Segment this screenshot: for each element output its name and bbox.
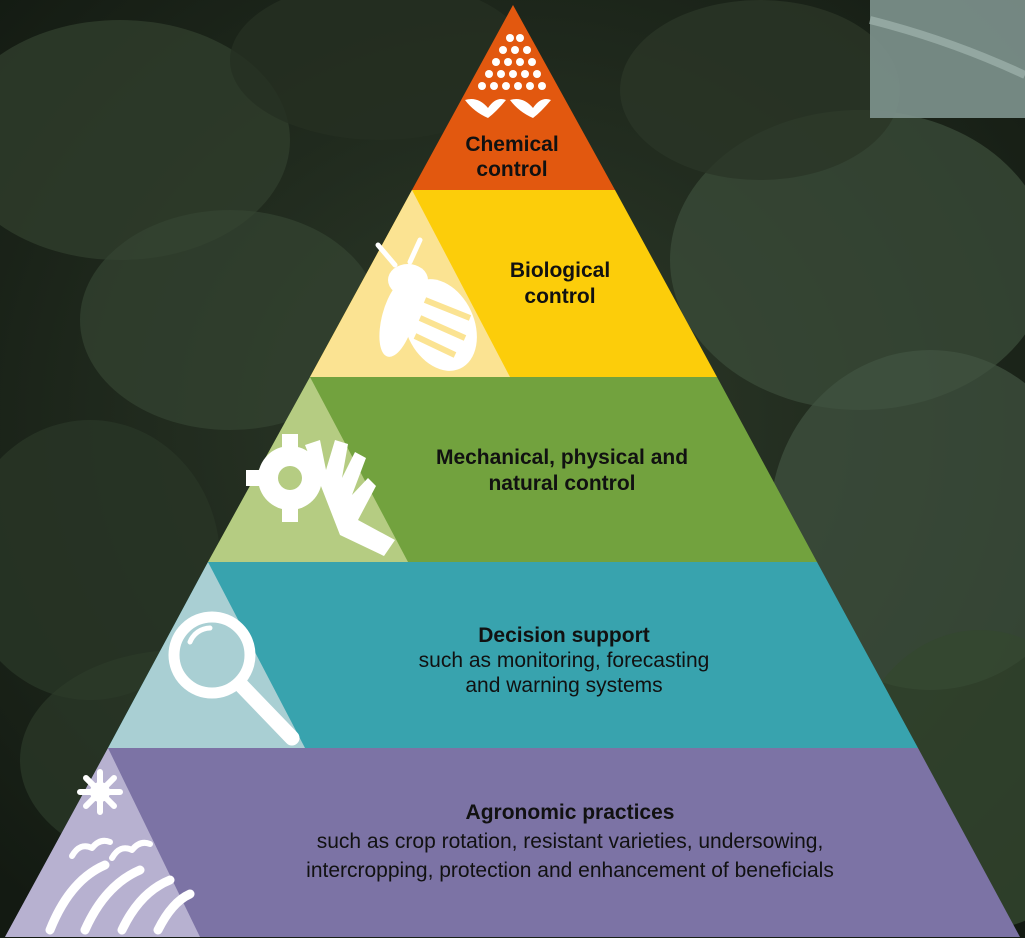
tier-chemical-band [412,5,615,190]
field-sprout-icon [45,769,195,935]
tier-agronomic-band [5,748,1020,937]
magnifier-icon [168,611,300,746]
spray-plant-icon [465,34,551,118]
tier-decision-band [108,562,918,748]
gear-hand-icon [246,434,395,556]
tier-chemical [412,5,615,190]
tier-mechanical [208,377,817,562]
sky-patch [870,0,1025,118]
tier-agronomic [5,748,1020,937]
tier-decision [108,562,918,748]
bee-icon [375,237,477,371]
tier-biological [310,190,717,377]
